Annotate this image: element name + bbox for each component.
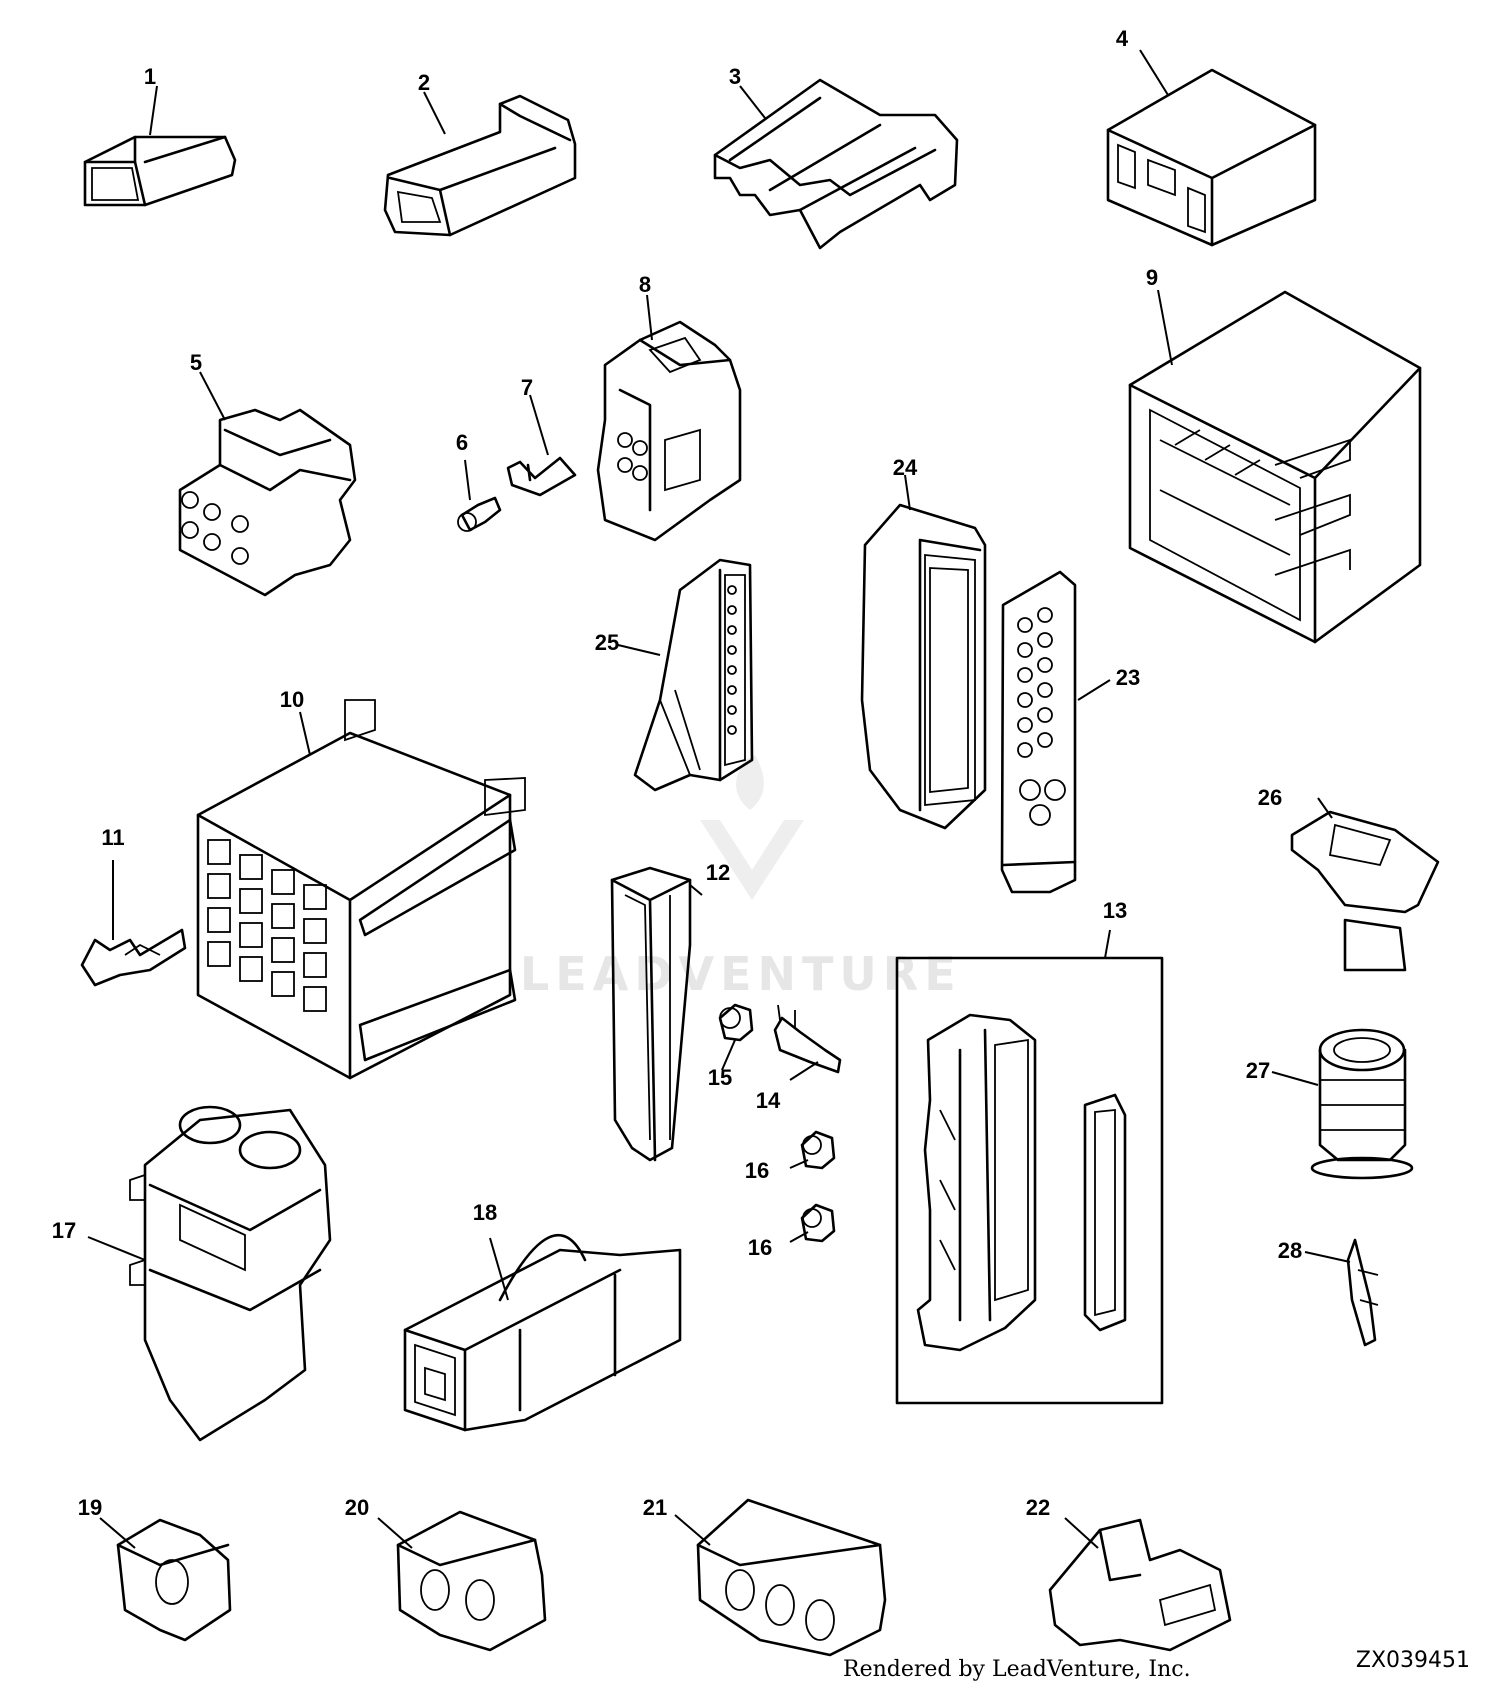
label-part-23: 23 bbox=[1116, 665, 1140, 690]
label-part-8: 8 bbox=[639, 272, 651, 297]
part-22-clip bbox=[1048, 1517, 1232, 1652]
part-15-plug bbox=[718, 1003, 754, 1071]
label-part-12: 12 bbox=[706, 860, 730, 885]
part-2-connector bbox=[383, 91, 577, 237]
part-27-seal bbox=[1271, 1028, 1414, 1180]
part-4-housing bbox=[1106, 49, 1317, 247]
part-20-clip bbox=[377, 1510, 547, 1652]
label-part-15: 15 bbox=[708, 1065, 732, 1090]
label-part-13: 13 bbox=[1103, 898, 1127, 923]
label-part-1: 1 bbox=[144, 64, 156, 89]
part-19-clip bbox=[99, 1517, 232, 1642]
part-9-housing bbox=[1128, 289, 1422, 644]
part-10-connector-block bbox=[196, 699, 526, 1080]
label-part-3: 3 bbox=[729, 64, 741, 89]
label-part-28: 28 bbox=[1278, 1238, 1302, 1263]
part-3-rail bbox=[713, 78, 959, 250]
watermark-text: LEADVENTURE bbox=[520, 947, 962, 1001]
part-13-kit bbox=[895, 929, 1164, 1405]
label-part-7: 7 bbox=[521, 375, 533, 400]
drawing-code: ZX039451 bbox=[1355, 1648, 1470, 1673]
part-25-connector bbox=[617, 558, 754, 792]
part-24-cover bbox=[860, 474, 987, 830]
part-8-connector bbox=[596, 294, 742, 542]
part-23-seal bbox=[1000, 570, 1111, 894]
part-11-terminal bbox=[80, 860, 187, 987]
label-part-21: 21 bbox=[643, 1495, 667, 1520]
part-7-terminal bbox=[506, 394, 577, 497]
label-part-27: 27 bbox=[1246, 1058, 1270, 1083]
part-16b-plug bbox=[789, 1203, 836, 1243]
label-part-10: 10 bbox=[280, 687, 304, 712]
label-part-20: 20 bbox=[345, 1495, 369, 1520]
label-part-14: 14 bbox=[756, 1088, 781, 1113]
label-part-19: 19 bbox=[78, 1495, 102, 1520]
label-part-25: 25 bbox=[595, 630, 619, 655]
part-18-connector bbox=[403, 1233, 682, 1432]
part-21-clip bbox=[674, 1498, 887, 1657]
part-5-housing bbox=[178, 371, 357, 597]
label-part-24: 24 bbox=[893, 455, 918, 480]
render-credit: Rendered by LeadVenture, Inc. bbox=[843, 1657, 1191, 1682]
part-26-connector bbox=[1290, 797, 1440, 972]
part-28-terminal bbox=[1304, 1238, 1379, 1347]
label-part-22: 22 bbox=[1026, 1495, 1050, 1520]
part-1-connector bbox=[83, 85, 237, 207]
label-part-26: 26 bbox=[1258, 785, 1282, 810]
label-part-2: 2 bbox=[418, 70, 430, 95]
label-part-6: 6 bbox=[456, 430, 468, 455]
leadventure-watermark: LEADVENTURE bbox=[520, 755, 962, 1001]
part-17-fuse-holder bbox=[87, 1105, 332, 1442]
label-part-17: 17 bbox=[52, 1218, 76, 1243]
part-12-housing bbox=[610, 866, 703, 1162]
part-6-pin bbox=[457, 459, 502, 532]
label-part-5: 5 bbox=[190, 350, 202, 375]
part-14-terminal bbox=[773, 1004, 842, 1081]
label-part-18: 18 bbox=[473, 1200, 497, 1225]
label-part-9: 9 bbox=[1146, 265, 1158, 290]
label-part-4: 4 bbox=[1116, 26, 1129, 51]
label-part-11: 11 bbox=[101, 825, 124, 850]
label-part-16a: 16 bbox=[745, 1158, 769, 1183]
callout-labels: 1 2 3 4 5 6 7 8 9 10 11 12 13 14 15 16 1… bbox=[52, 26, 1302, 1520]
label-part-16b: 16 bbox=[748, 1235, 772, 1260]
part-16a-plug bbox=[789, 1130, 836, 1170]
